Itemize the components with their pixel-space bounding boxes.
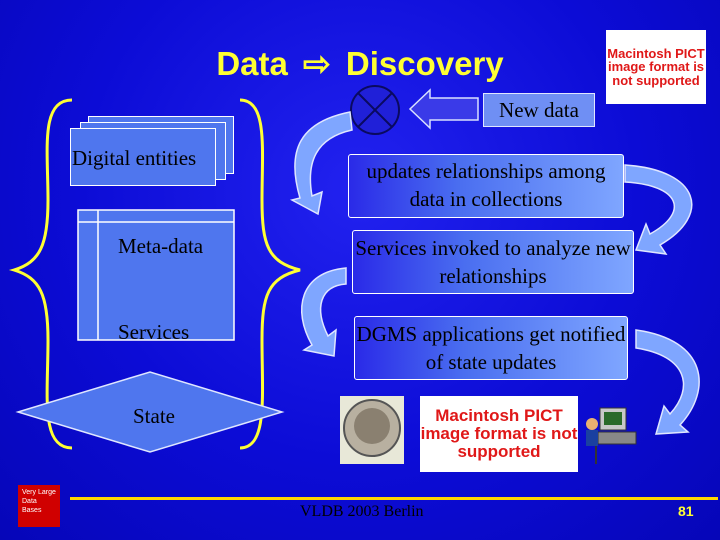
curved-arrow-1 bbox=[289, 111, 353, 216]
title-right: Discovery bbox=[345, 45, 504, 82]
pict-placeholder-top: Macintosh PICT image format is not suppo… bbox=[606, 30, 706, 104]
state-diamond bbox=[15, 371, 285, 453]
left-brace-outer bbox=[8, 98, 73, 450]
right-brace bbox=[239, 98, 301, 450]
data-node-icon bbox=[350, 85, 400, 135]
pict-placeholder-middle: Macintosh PICT image format is not suppo… bbox=[420, 396, 578, 472]
slide-title: Data ⇨ Discovery bbox=[0, 44, 720, 83]
vldb-logo: Very Large Data Bases bbox=[18, 485, 60, 527]
computer-user-icon bbox=[586, 407, 637, 464]
step-text-3: DGMS applications get notified of state … bbox=[356, 322, 626, 375]
curved-arrow-3 bbox=[300, 267, 347, 357]
entity-card-front bbox=[70, 128, 216, 186]
left-arrow-icon bbox=[408, 88, 479, 130]
curved-arrow-4 bbox=[635, 329, 700, 435]
step-box-2 bbox=[352, 230, 634, 294]
digital-entities-label: Digital entities bbox=[72, 146, 197, 170]
step-box-1 bbox=[348, 154, 624, 218]
metadata-label: Meta-data bbox=[118, 234, 204, 258]
state-label: State bbox=[133, 404, 175, 428]
footer-text: VLDB 2003 Berlin bbox=[300, 503, 424, 520]
metadata-table bbox=[77, 209, 235, 341]
curved-arrow-2 bbox=[624, 164, 693, 255]
footer-divider bbox=[70, 497, 718, 500]
nobel-medal-image bbox=[340, 396, 404, 464]
step-text-2: Services invoked to analyze new relation… bbox=[355, 236, 631, 289]
step-box-3 bbox=[354, 316, 628, 380]
new-data-box: New data bbox=[483, 93, 595, 127]
services-label: Services bbox=[118, 320, 190, 344]
hollow-arrow-icon: ⇨ bbox=[303, 45, 331, 82]
step-text-1: updates relationships among data in coll… bbox=[366, 159, 606, 212]
page-number: 81 bbox=[678, 503, 694, 519]
title-left: Data bbox=[216, 45, 288, 82]
